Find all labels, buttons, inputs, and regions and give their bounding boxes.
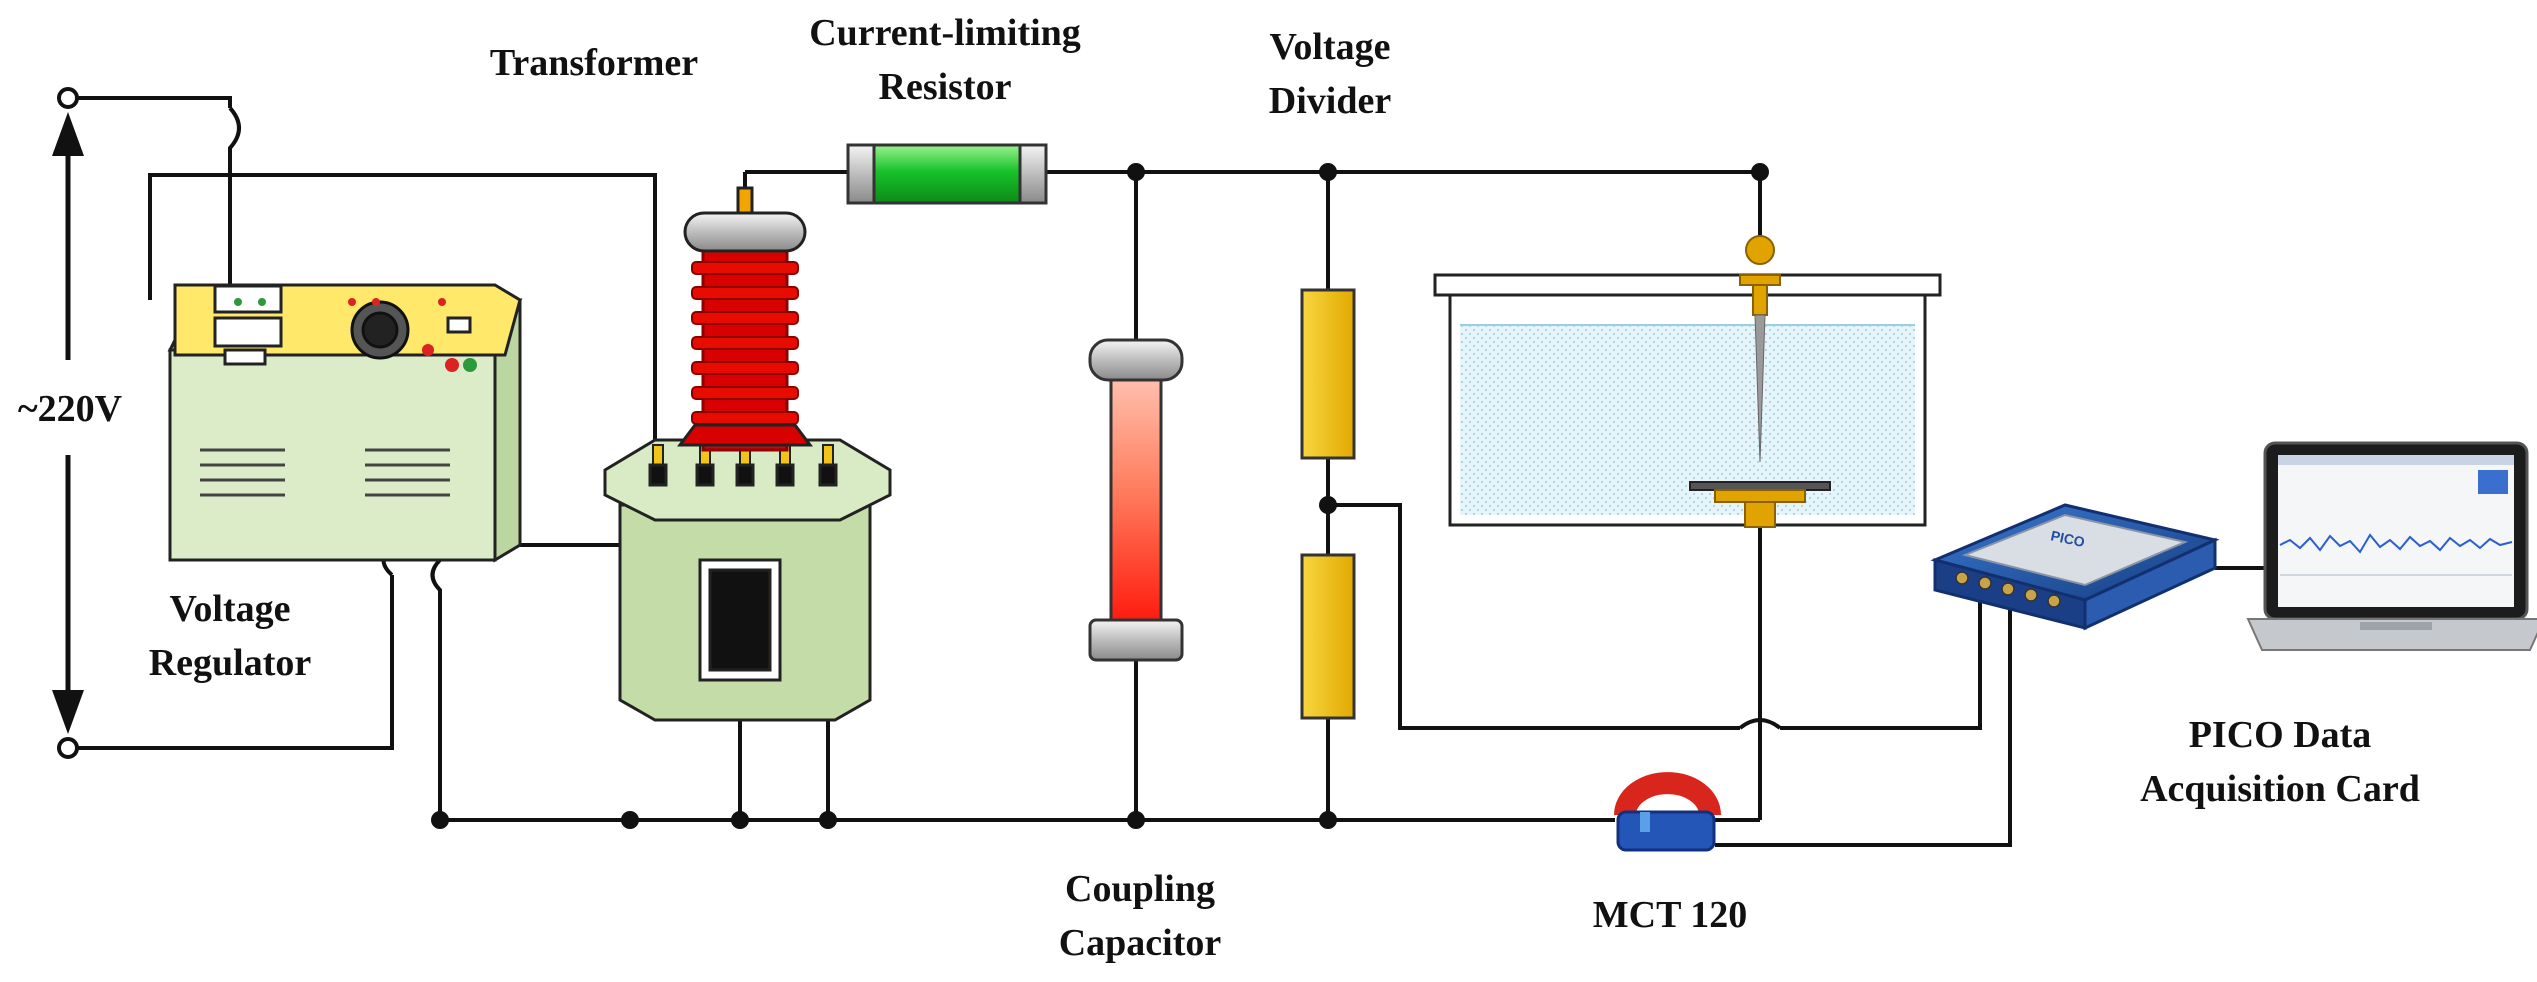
divider-label-line2: Divider xyxy=(1268,80,1392,122)
resistor-label-line2: Resistor xyxy=(878,66,1012,108)
supply-voltage-label: ~220V xyxy=(17,388,123,430)
plate-electrode xyxy=(1689,481,1831,528)
pico-label-line1: PICO Data xyxy=(2188,714,2372,756)
pico-label-line2: Acquisition Card xyxy=(2140,768,2420,810)
mct-current-transformer xyxy=(1614,772,1721,852)
divider-label-line1: Voltage xyxy=(1269,26,1391,68)
arrow-up-icon xyxy=(52,112,84,156)
regulator-label-line2: Regulator xyxy=(148,642,312,684)
waveform-icon xyxy=(2279,533,2513,554)
voltage-regulator xyxy=(167,283,523,563)
regulator-label-line1: Voltage xyxy=(169,588,291,630)
laptop xyxy=(2246,441,2537,651)
test-tank xyxy=(1433,273,1942,527)
junction-dots xyxy=(431,163,1769,829)
pico-acquisition-card: PICO xyxy=(1930,503,2220,631)
mct-label: MCT 120 xyxy=(1592,894,1748,936)
coupling-capacitor xyxy=(1088,338,1184,662)
arrow-down-icon xyxy=(52,690,84,734)
pico-brand-text: PICO xyxy=(2049,527,2086,550)
supply-bottom-terminal xyxy=(57,737,79,759)
capacitor-label-line1: Coupling xyxy=(1065,868,1215,910)
voltage-divider xyxy=(1300,288,1356,720)
transformer-label: Transformer xyxy=(489,42,699,84)
resistor-label-line1: Current-limiting xyxy=(809,12,1081,54)
capacitor-label-line2: Capacitor xyxy=(1058,922,1222,964)
needle-electrode xyxy=(1739,235,1781,463)
transformer xyxy=(603,186,892,722)
supply-terminals xyxy=(52,87,84,759)
supply-top-terminal xyxy=(57,87,79,109)
current-limiting-resistor xyxy=(846,143,1048,205)
